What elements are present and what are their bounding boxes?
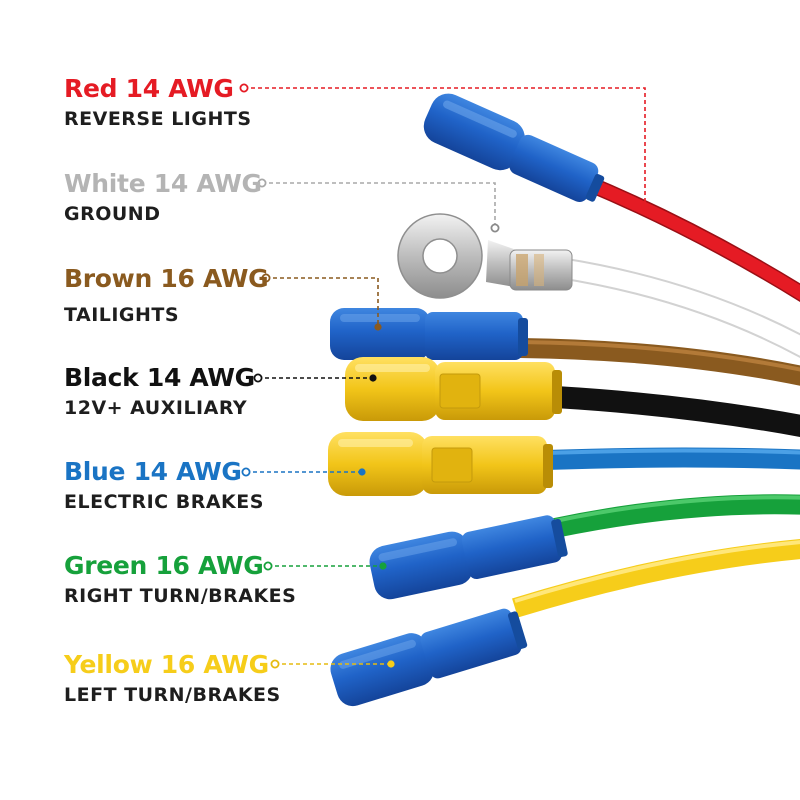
wire-green-highlight [554, 495, 800, 523]
leader-blue-end [358, 468, 366, 476]
wire-label-red: Red 14 AWG REVERSE LIGHTS [64, 74, 252, 131]
wire-label-yellow: Yellow 16 AWG LEFT TURN/BRAKES [64, 650, 281, 707]
wire-brown [519, 338, 800, 386]
leader-endpoints [239, 83, 649, 669]
connector-red-wire [423, 93, 605, 202]
connector-black-wire [345, 357, 562, 421]
wire-yellow [512, 539, 800, 618]
leader-black-end [369, 374, 377, 382]
leader-black-start [253, 373, 263, 383]
leader-red-end [641, 203, 649, 211]
wire-white [551, 259, 800, 356]
leader-white-end [490, 223, 500, 233]
wire-label-white: White 14 AWG GROUND [64, 169, 262, 226]
wire-red [578, 175, 800, 301]
connector-blue-wire [328, 432, 553, 496]
wire-gauge-brown: Brown 16 AWG [64, 264, 269, 293]
leader-green-end [379, 562, 387, 570]
leader-brown [266, 277, 379, 325]
wire-gauge-yellow: Yellow 16 AWG [64, 650, 269, 679]
leader-lines [244, 87, 646, 665]
wire-green [552, 494, 800, 538]
wire-gauge-blue: Blue 14 AWG [64, 457, 242, 486]
wire-black [554, 386, 800, 437]
ring-terminal-white-wire [397, 213, 573, 299]
connector-green-wire [369, 515, 568, 600]
wire-function-red: REVERSE LIGHTS [64, 108, 252, 130]
wire-function-green: RIGHT TURN/BRAKES [64, 585, 297, 607]
wire-function-yellow: LEFT TURN/BRAKES [64, 684, 281, 706]
wire-blue-highlight [544, 448, 800, 455]
leader-brown-end [374, 323, 382, 331]
leader-yellow-end [387, 660, 395, 668]
wires [512, 174, 800, 618]
leader-red-start [239, 83, 249, 93]
connector-brown-wire [330, 308, 528, 360]
leader-green-start [263, 561, 273, 571]
wire-gauge-green: Green 16 AWG [64, 551, 264, 580]
wire-function-blue: ELECTRIC BRAKES [64, 491, 264, 513]
wire-gauge-red: Red 14 AWG [64, 74, 234, 103]
wire-label-blue: Blue 14 AWG ELECTRIC BRAKES [64, 457, 264, 514]
wire-brown-highlight [519, 340, 800, 372]
leader-white [262, 182, 496, 226]
wire-blue [544, 447, 800, 470]
connector-yellow-wire [330, 608, 528, 707]
wire-gauge-black: Black 14 AWG [64, 363, 255, 392]
leader-white-start [257, 178, 267, 188]
wire-yellow-highlight [514, 540, 800, 603]
leader-blue-start [241, 467, 251, 477]
wire-function-brown: TAILIGHTS [64, 304, 180, 326]
wire-function-white: GROUND [64, 203, 161, 225]
wire-gauge-white: White 14 AWG [64, 169, 262, 198]
wire-label-brown: Brown 16 AWG TAILIGHTS [64, 264, 269, 327]
leader-yellow-start [270, 659, 280, 669]
wire-label-black: Black 14 AWG 12V+ AUXILIARY [64, 363, 255, 420]
leader-red [244, 87, 646, 205]
wire-function-black: 12V+ AUXILIARY [64, 397, 248, 419]
wire-label-green: Green 16 AWG RIGHT TURN/BRAKES [64, 551, 296, 608]
leader-brown-start [261, 273, 271, 283]
